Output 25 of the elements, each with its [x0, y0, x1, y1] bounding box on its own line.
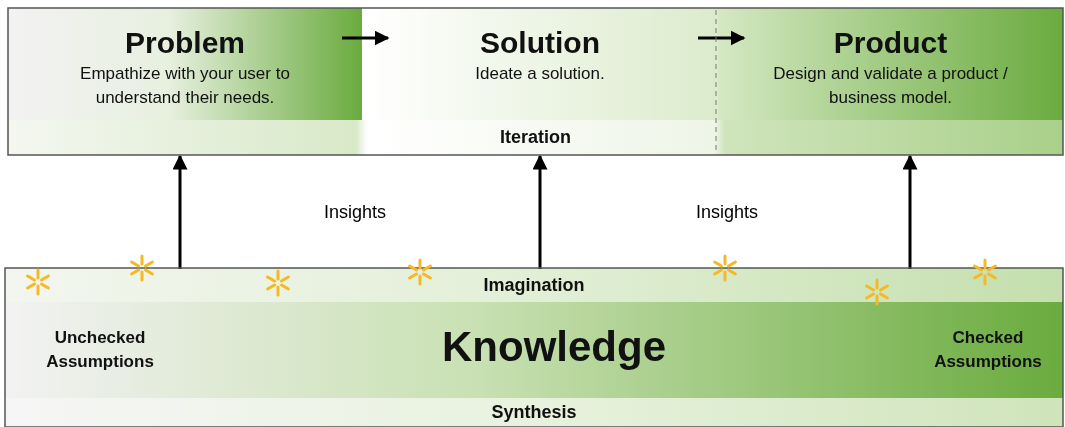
main-label: Knowledge	[442, 321, 666, 372]
arrow	[172, 154, 188, 269]
band	[5, 398, 1063, 427]
band	[8, 120, 1063, 155]
arrow	[342, 30, 390, 46]
arrow	[902, 154, 918, 269]
knowledge-band	[5, 302, 1063, 398]
band-label: Iteration	[500, 127, 571, 148]
stage-panel	[8, 8, 362, 120]
edge-note: Insights	[696, 202, 758, 223]
arrow	[532, 154, 548, 269]
band-label: Imagination	[483, 274, 585, 296]
stage-title: Problem	[125, 26, 245, 60]
stage-title: Solution	[480, 26, 600, 60]
side-label: Unchecked Assumptions	[45, 327, 155, 373]
stage-description: Design and validate a product / business model.	[772, 63, 1009, 109]
band-label: Synthesis	[491, 402, 577, 423]
stage-panel	[718, 8, 1063, 120]
side-label: Checked Assumptions	[933, 327, 1043, 373]
arrow	[698, 30, 746, 46]
stage-description: Ideate a solution.	[474, 63, 606, 85]
edge-note: Insights	[324, 202, 386, 223]
stage-description: Empathize with your user to understand their needs.	[79, 63, 291, 109]
stage-title: Product	[833, 26, 948, 60]
band	[5, 268, 1063, 302]
